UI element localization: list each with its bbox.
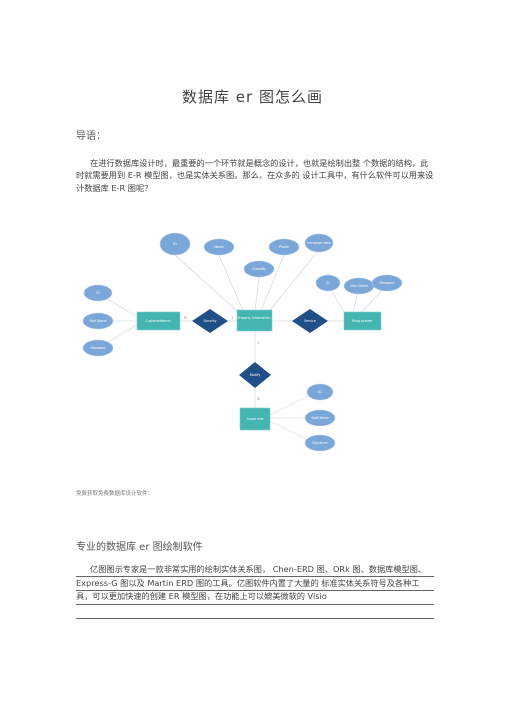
svg-text:Security: Security: [203, 319, 216, 323]
attribute-id-left: ID: [83, 284, 113, 302]
svg-text:Name: Name: [214, 245, 223, 249]
svg-text:Scope mat: Scope mat: [246, 417, 264, 421]
attribute-sort-name: Sort Name: [82, 312, 114, 330]
underline-rule: [76, 576, 434, 577]
svg-text:Sort Name: Sort Name: [90, 319, 107, 323]
svg-text:Staff Name: Staff Name: [311, 416, 329, 420]
svg-text:CustomerName: CustomerName: [146, 319, 171, 323]
section-paragraph: 亿图图示专家是一款非常实用的绘制实体关系图， Chen-ERD 图、ORk 图、…: [76, 564, 427, 601]
attribute-user-name: User Name: [343, 277, 375, 295]
entity-property-information: Property Information: [236, 309, 273, 332]
cardinality-label: N: [257, 397, 260, 401]
entity-customer-name: CustomerName: [136, 311, 181, 331]
svg-text:ID: ID: [318, 390, 322, 394]
svg-text:Modify: Modify: [250, 373, 261, 377]
download-caption: 免费获取免费数据库设计软件：: [76, 491, 154, 497]
cardinality-label: N: [184, 316, 187, 320]
svg-text:Signature: Signature: [312, 441, 327, 445]
svg-text:Quantity: Quantity: [252, 267, 266, 271]
attribute-staff-name: Staff Name: [304, 409, 336, 427]
section-heading: 专业的数据库 er 图绘制软件: [76, 542, 203, 553]
svg-text:Phone: Phone: [279, 245, 289, 249]
entity-filing-system: Filing system: [343, 311, 382, 331]
svg-text:Password: Password: [91, 346, 106, 350]
attribute-name: Name: [203, 238, 235, 256]
attribute-introduce-date: Introduce date: [304, 233, 334, 253]
underline-rule: [76, 590, 434, 591]
svg-text:ID: ID: [326, 281, 330, 285]
svg-text:ID: ID: [173, 242, 177, 246]
svg-text:Filing system: Filing system: [352, 319, 373, 323]
attribute-phone: Phone: [268, 238, 300, 256]
attribute-id-right: ID: [315, 274, 341, 292]
intro-paragraph: 在进行数据库设计时，最重要的一个环节就是概念的设计，也就是绘制出整 个数据的结构…: [76, 158, 434, 193]
document-title: 数据库 er 图怎么画: [182, 88, 323, 106]
attribute-id-top: ID: [159, 232, 191, 256]
entity-scope-mat: Scope mat: [239, 407, 271, 431]
er-diagram: ID Name Phone Introduce date Quantity ID…: [82, 232, 403, 452]
cardinality-label: 1: [231, 316, 233, 320]
relationship-modify: Modify: [239, 362, 271, 388]
attribute-password-left: Password: [82, 339, 114, 357]
attribute-password-right: Password: [371, 274, 403, 292]
svg-text:Password: Password: [380, 281, 395, 285]
svg-text:Service: Service: [304, 319, 316, 323]
intro-heading: 导语：: [76, 131, 106, 142]
cardinality-label: 1: [257, 341, 259, 345]
underline-rule: [76, 618, 434, 619]
attribute-id-bottom: ID: [306, 383, 334, 401]
svg-text:Introduce date: Introduce date: [307, 241, 330, 245]
relationship-security: Security: [192, 309, 228, 333]
attribute-signature: Signature: [304, 434, 336, 452]
relationship-service: Service: [292, 309, 328, 333]
attribute-quantity: Quantity: [243, 260, 275, 278]
underline-rule: [76, 604, 434, 605]
svg-text:User Name: User Name: [350, 284, 368, 288]
svg-text:Property Information: Property Information: [238, 316, 271, 320]
svg-text:ID: ID: [96, 291, 100, 295]
